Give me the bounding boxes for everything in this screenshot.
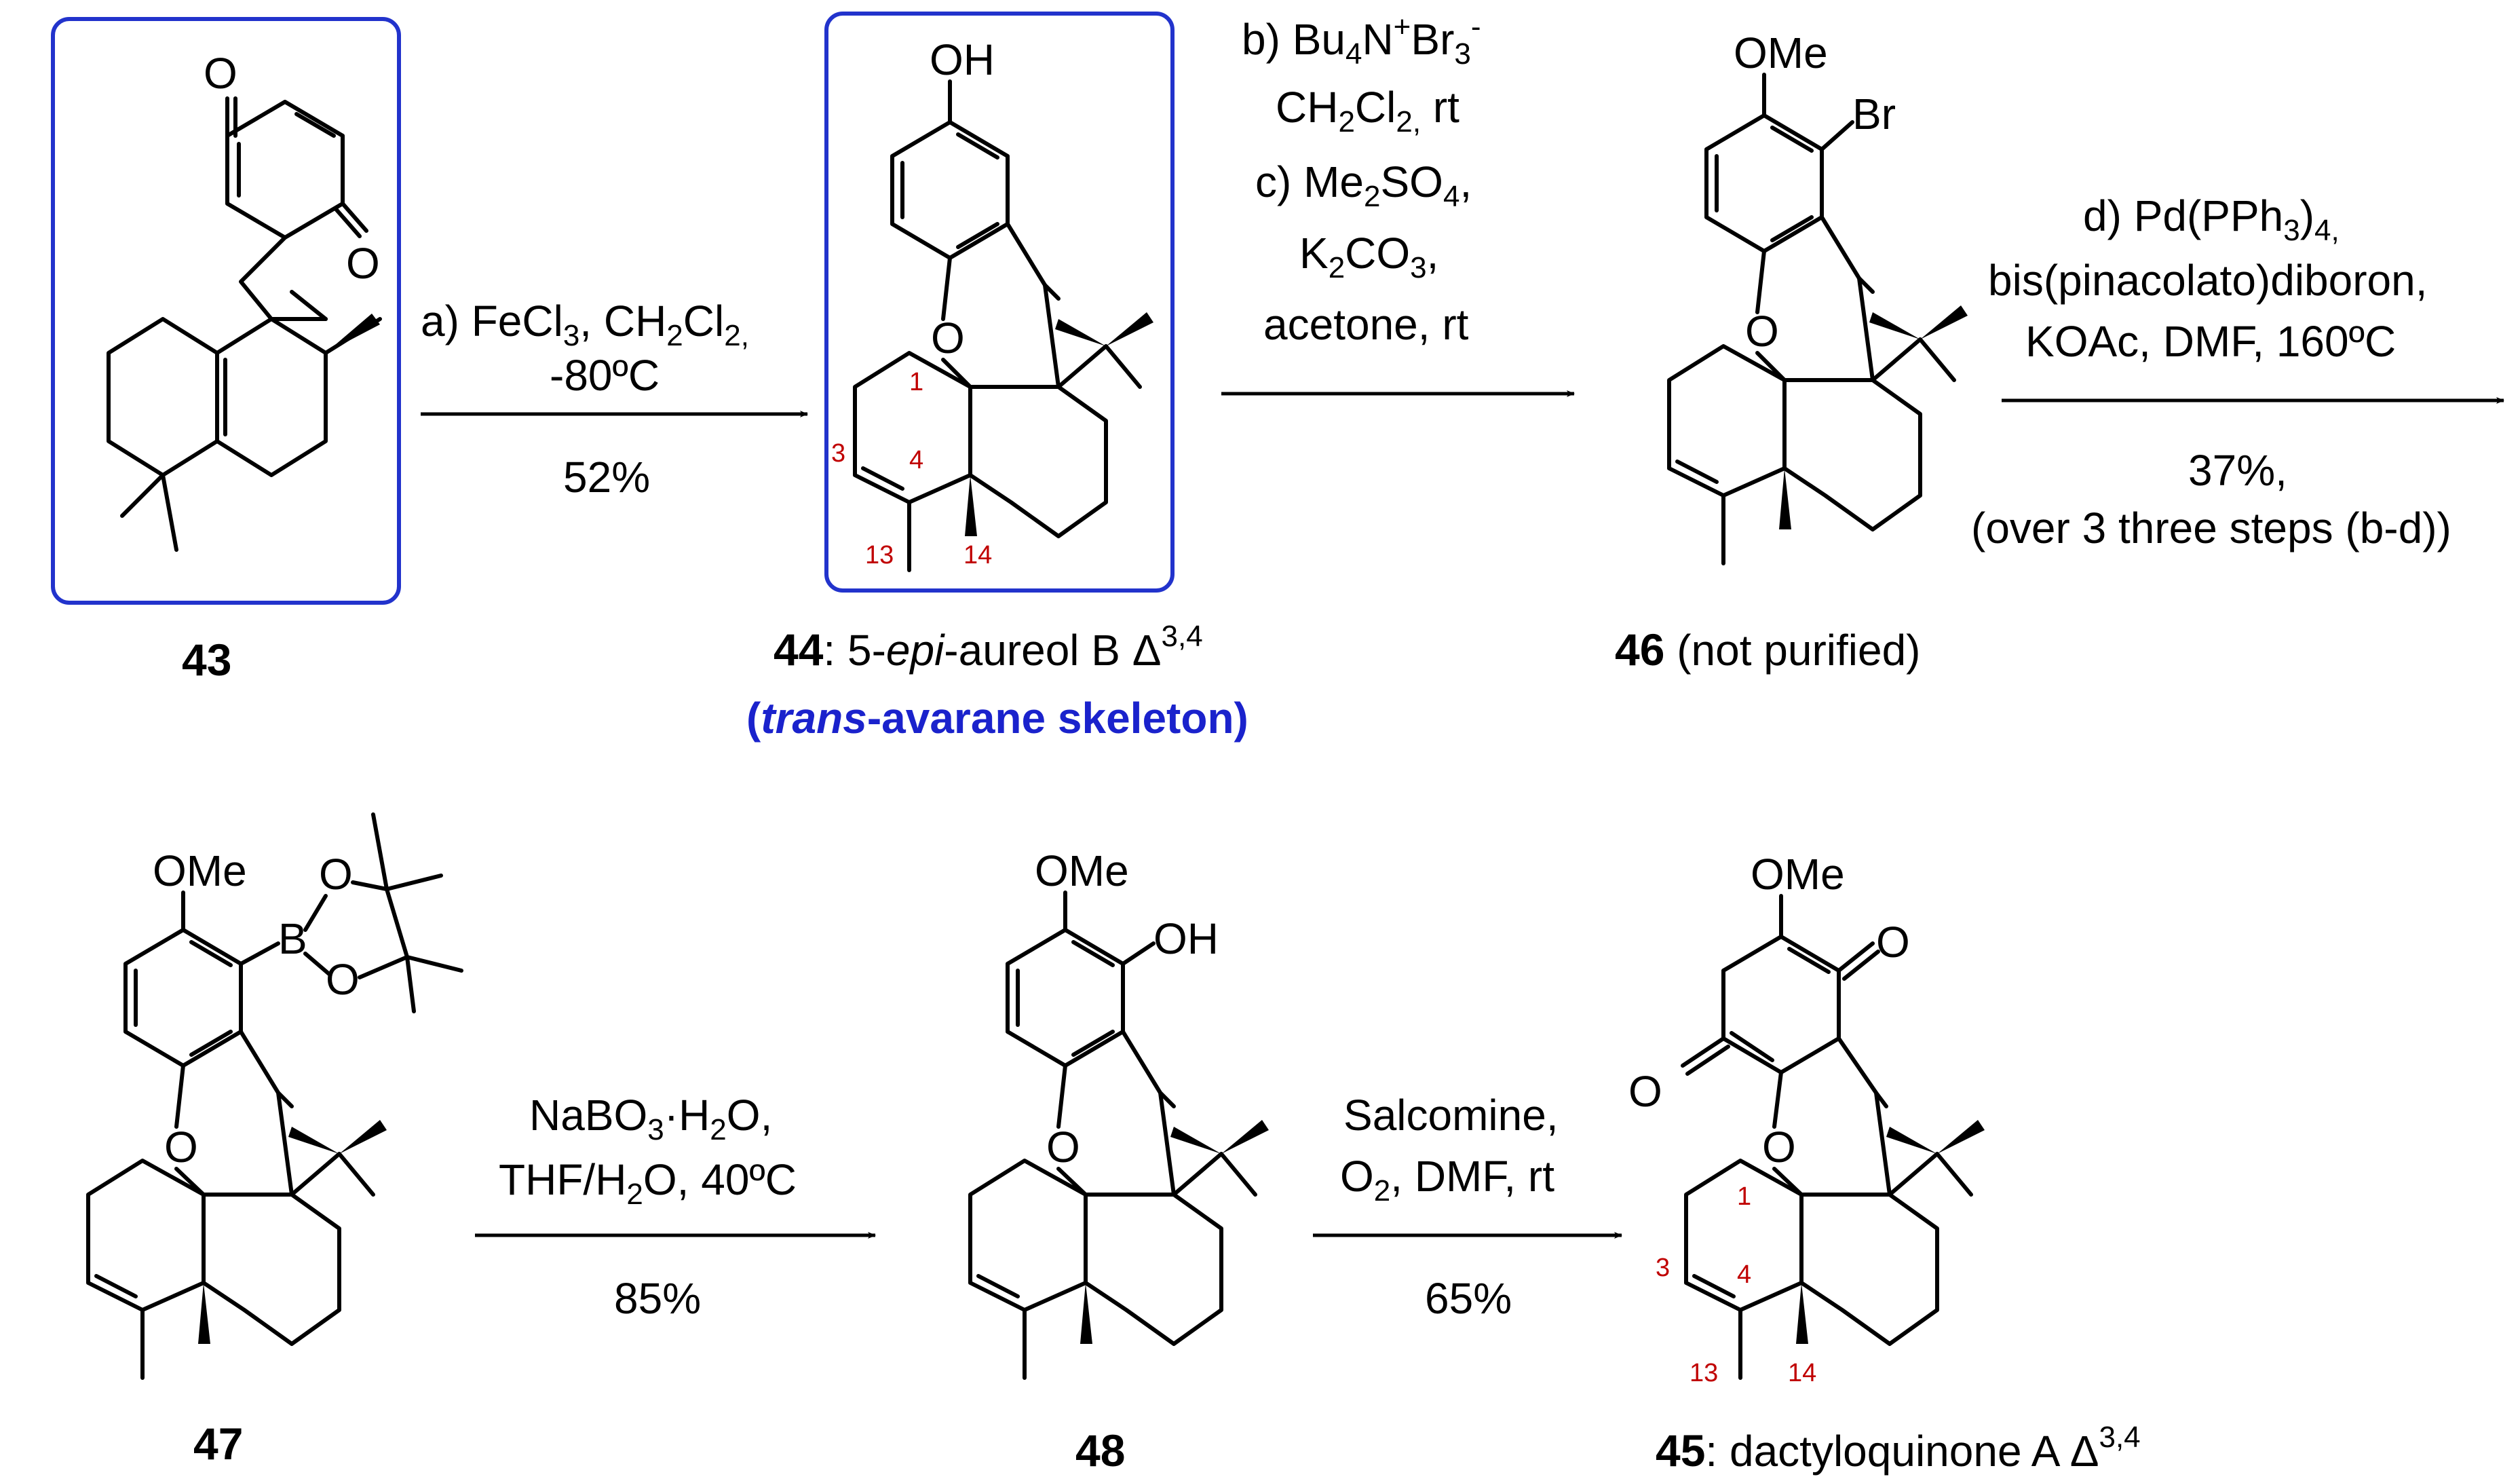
atom-o-quinone-left-45: O [1628,1067,1662,1116]
compound-44: OH O 1 3 4 13 14 44: 5-epi-aureol B Δ3,4… [746,12,1248,743]
label-47: 47 [193,1419,243,1469]
step-d-yield: 37%, [2188,446,2287,495]
step-a-reagents: a) FeCl3, CH2Cl2, [421,297,749,352]
step-f-yield: 65% [1425,1274,1512,1323]
num-3-44: 3 [831,439,845,468]
step-d-boron: bis(pinacolato)diboron, [1988,256,2428,305]
step-c-reagent: c) Me2SO4, [1255,157,1472,213]
step-e-reagent: NaBO3·H2O, [529,1091,772,1146]
atom-ome-46: OMe [1734,29,1828,77]
step-bc: b) Bu4N+Br3- CH2Cl2, rt c) Me2SO4, K2CO3… [1221,10,1575,397]
compound-48: OMe OH O 48 [968,846,1269,1476]
step-c-solvent: acetone, rt [1263,300,1469,349]
step-f-conditions: O2, DMF, rt [1340,1152,1554,1207]
atom-br-46: Br [1852,90,1896,138]
step-f-reagent: Salcomine, [1343,1091,1559,1140]
num-13-45: 13 [1689,1359,1718,1387]
num-1-44: 1 [909,368,923,396]
step-e-yield: 85% [614,1274,701,1323]
compound-47: OMe B O O O 47 [86,812,463,1469]
label-44: 44: 5-epi-aureol B Δ3,4 [774,620,1203,675]
num-13-44: 13 [865,541,894,569]
note-trans-avarane: (trans-avarane skeleton) [746,694,1248,743]
num-14-45: 14 [1788,1359,1816,1387]
step-c-base: K2CO3, [1299,229,1438,284]
num-14-44: 14 [963,541,992,569]
atom-o-right-43: O [346,239,380,288]
compound-45: OMe O O O 1 3 4 13 14 45: dactyloquinone… [1628,850,2141,1476]
label-46: 46 (not purified) [1615,624,1920,675]
atom-o-44: O [931,314,965,362]
atom-o-boron-top-47: O [319,850,353,899]
step-d: d) Pd(PPh3)4, bis(pinacolato)diboron, KO… [1971,191,2504,552]
atom-o-46: O [1745,307,1779,356]
step-d-yield-note: (over 3 three steps (b-d)) [1971,504,2451,552]
step-a-yield: 52% [563,453,650,502]
step-e: NaBO3·H2O, THF/H2O, 40ºC 85% [475,1091,876,1323]
num-1-45: 1 [1737,1182,1751,1211]
step-b-reagent: b) Bu4N+Br3- [1242,10,1481,71]
atom-oh-48: OH [1153,914,1219,963]
step-d-conditions: KOAc, DMF, 160ºC [2025,317,2396,366]
atom-o-quinone-right-45: O [1876,918,1910,967]
num-4-44: 4 [909,446,923,474]
atom-ome-45: OMe [1751,850,1845,899]
compound-43: O O 43 [51,17,401,685]
step-b-solvent: CH2Cl2, rt [1276,83,1459,138]
atom-o-45: O [1762,1123,1796,1171]
label-43: 43 [182,635,231,685]
atom-b-47: B [278,914,307,963]
atom-o-boron-bottom-47: O [326,955,360,1004]
atom-o-top-43: O [204,49,237,98]
step-a-temp: -80ºC [550,351,660,400]
label-48: 48 [1075,1425,1125,1476]
step-e-solvent: THF/H2O, 40ºC [499,1155,797,1211]
highlight-box-43 [51,17,401,605]
highlight-box-44 [824,12,1175,593]
step-d-catalyst: d) Pd(PPh3)4, [2083,191,2340,247]
atom-o-47: O [164,1123,198,1171]
label-45: 45: dactyloquinone A Δ3,4 [1656,1421,2141,1476]
atom-ome-48: OMe [1035,846,1129,895]
atom-ome-47: OMe [153,846,247,895]
step-f: Salcomine, O2, DMF, rt 65% [1313,1091,1622,1323]
num-4-45: 4 [1737,1260,1751,1289]
num-3-45: 3 [1656,1254,1670,1282]
step-a: a) FeCl3, CH2Cl2, -80ºC 52% [421,297,808,502]
compound-46: OMe Br O 46 (not purified) [1615,29,1968,675]
atom-o-48: O [1046,1123,1080,1171]
atom-oh-44: OH [930,35,995,84]
